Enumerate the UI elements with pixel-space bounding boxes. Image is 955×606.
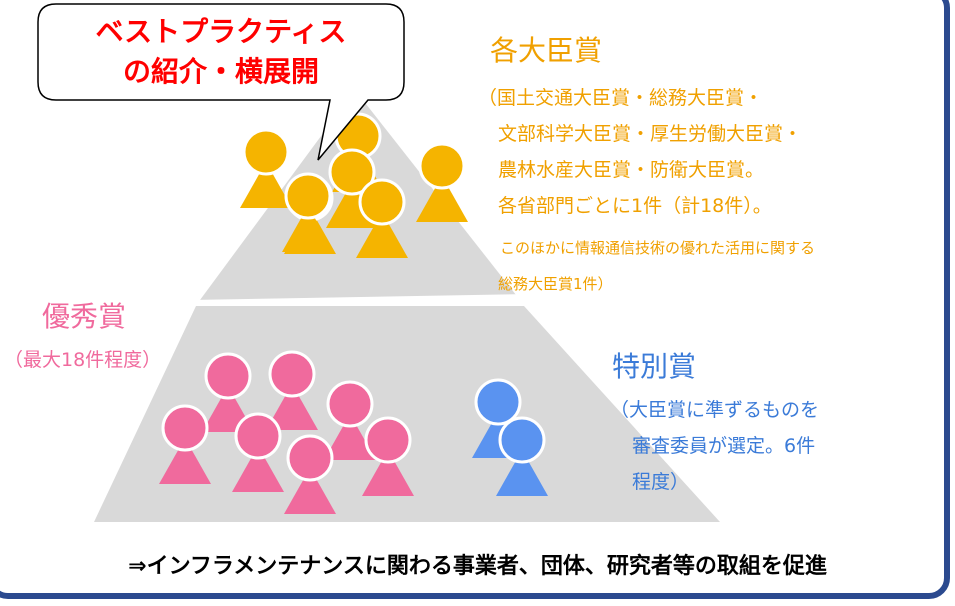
person-icon-pink-2 xyxy=(266,350,318,430)
special-award-line-1: （大臣賞に準ずるものを xyxy=(610,399,820,421)
figures-group xyxy=(159,112,548,514)
special-award-line-2: 審査委員が選定。6件 xyxy=(632,435,816,457)
person-icon-pink-3 xyxy=(159,404,211,484)
person-icon-orange-7 xyxy=(282,172,334,252)
top-award-title: 各大臣賞 xyxy=(490,34,603,67)
person-icon-blue-2 xyxy=(496,416,548,496)
callout-line-1: ベストプラクティス xyxy=(95,15,347,48)
bottom-message: ⇒インフラメンテナンスに関わる事業者、団体、研究者等の取組を促進 xyxy=(128,554,827,579)
excellence-award-title: 優秀賞 xyxy=(42,300,127,333)
person-icon-orange-6 xyxy=(356,178,408,258)
top-award-line-4: 各省部門ごとに1件（計18件）。 xyxy=(498,195,772,217)
pyramid-divider xyxy=(189,294,531,306)
person-icon-pink-5 xyxy=(232,412,284,492)
person-icon-pink-6 xyxy=(362,416,414,496)
person-icon-orange-3 xyxy=(416,142,468,222)
excellence-award-note: （最大18件程度） xyxy=(4,349,162,371)
top-award-line-3: 農林水産大臣賞・防衛大臣賞。 xyxy=(498,159,765,181)
person-icon-orange-2 xyxy=(240,128,292,208)
top-award-note-1: このほかに情報通信技術の優れた活用に関する xyxy=(500,239,816,257)
callout-bubble xyxy=(37,3,405,161)
special-award-title: 特別賞 xyxy=(612,350,697,383)
top-award-line-2: 文部科学大臣賞・厚生労働大臣賞・ xyxy=(498,123,803,145)
top-award-note-2: 総務大臣賞1件） xyxy=(498,275,613,293)
special-award-line-3: 程度） xyxy=(632,471,690,493)
person-icon-pink-4 xyxy=(324,380,376,460)
callout-line-2: の紹介・横展開 xyxy=(122,55,319,88)
person-icon-pink-7 xyxy=(284,434,336,514)
top-award-line-1: （国土交通大臣賞・総務大臣賞・ xyxy=(478,87,764,109)
